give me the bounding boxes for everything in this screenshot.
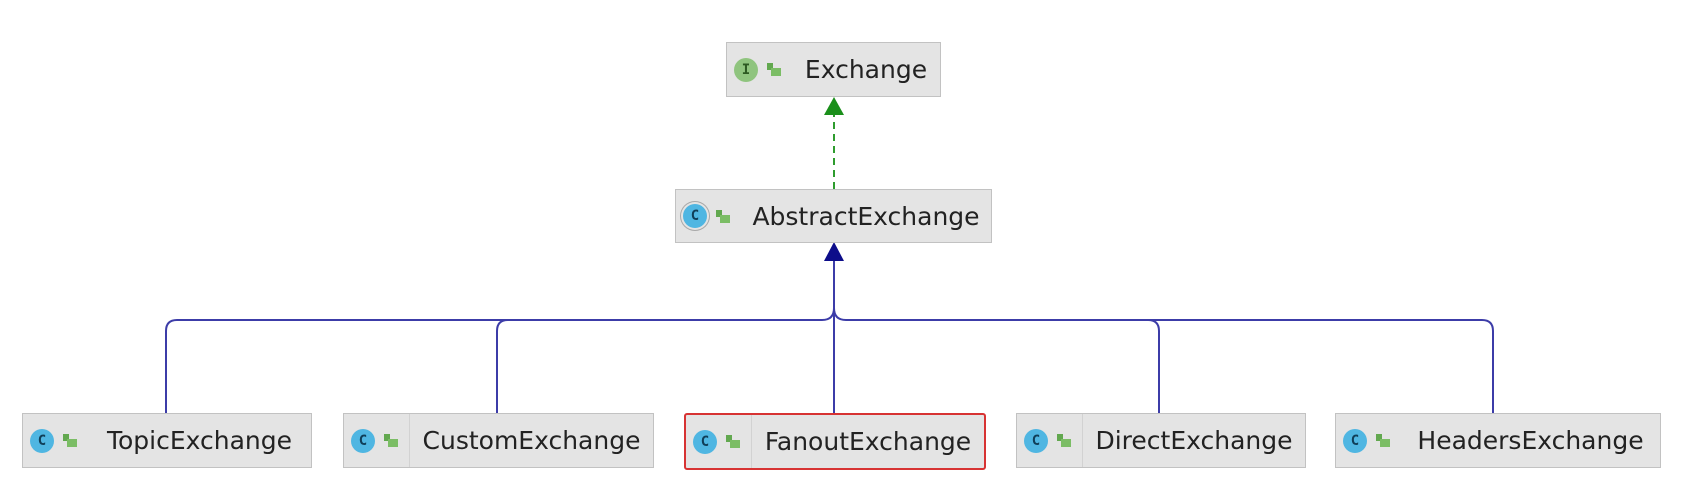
node-label: FanoutExchange bbox=[764, 427, 972, 456]
public-lock-icon bbox=[1376, 434, 1390, 447]
node-abstract-exchange[interactable]: C AbstractExchange bbox=[675, 189, 992, 243]
class-icon: C bbox=[351, 428, 375, 453]
class-icon: C bbox=[1343, 428, 1367, 453]
node-label: TopicExchange bbox=[106, 426, 293, 455]
node-icons: C bbox=[676, 190, 741, 242]
public-lock-icon bbox=[716, 209, 730, 223]
public-lock-icon bbox=[63, 434, 77, 447]
node-fanout-exchange[interactable]: C FanoutExchange bbox=[684, 413, 986, 470]
node-headers-exchange[interactable]: C HeadersExchange bbox=[1335, 413, 1661, 468]
node-label: Exchange bbox=[804, 55, 928, 84]
abstract-class-icon: C bbox=[683, 204, 707, 228]
node-icons: C bbox=[686, 415, 752, 468]
extends-edge-headers bbox=[833, 307, 1494, 413]
class-icon: C bbox=[1024, 428, 1048, 453]
extends-arrowhead bbox=[824, 242, 844, 261]
class-icon: C bbox=[693, 429, 717, 454]
node-icons: C bbox=[1336, 414, 1401, 467]
node-label: HeadersExchange bbox=[1417, 426, 1644, 455]
node-icons: I bbox=[727, 43, 792, 96]
public-lock-icon bbox=[767, 63, 781, 76]
extends-edge-custom bbox=[496, 319, 822, 413]
extends-edge-topic bbox=[165, 258, 835, 413]
node-topic-exchange[interactable]: C TopicExchange bbox=[22, 413, 312, 468]
node-label: CustomExchange bbox=[422, 426, 641, 455]
implements-arrowhead bbox=[824, 97, 844, 115]
node-icons: C bbox=[1017, 414, 1083, 467]
public-lock-icon bbox=[384, 434, 398, 447]
interface-icon: I bbox=[734, 57, 758, 82]
node-label: AbstractExchange bbox=[752, 201, 980, 231]
node-icons: C bbox=[23, 414, 88, 467]
class-icon: C bbox=[30, 428, 54, 453]
extends-edge-direct bbox=[846, 319, 1160, 413]
node-icons: C bbox=[344, 414, 410, 467]
public-lock-icon bbox=[726, 435, 740, 448]
node-label: DirectExchange bbox=[1095, 426, 1293, 455]
node-direct-exchange[interactable]: C DirectExchange bbox=[1016, 413, 1306, 468]
node-custom-exchange[interactable]: C CustomExchange bbox=[343, 413, 654, 468]
public-lock-icon bbox=[1057, 434, 1071, 447]
node-exchange[interactable]: I Exchange bbox=[726, 42, 941, 97]
